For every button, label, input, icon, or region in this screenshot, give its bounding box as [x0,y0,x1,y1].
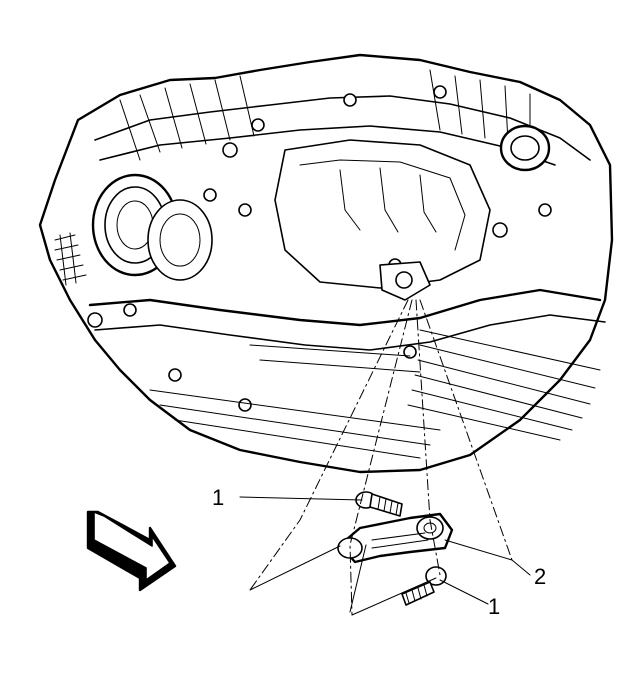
transmission-housing [38,53,614,474]
callout-bracket: 2 [534,564,546,589]
front-direction-arrow-icon [86,510,177,592]
bolt-upper [355,491,403,517]
bracket [337,512,454,564]
explode-lines [249,299,513,616]
callout-bolt-lower: 1 [488,594,500,619]
leader-lines [239,496,531,616]
callout-bolt-upper: 1 [212,485,224,510]
